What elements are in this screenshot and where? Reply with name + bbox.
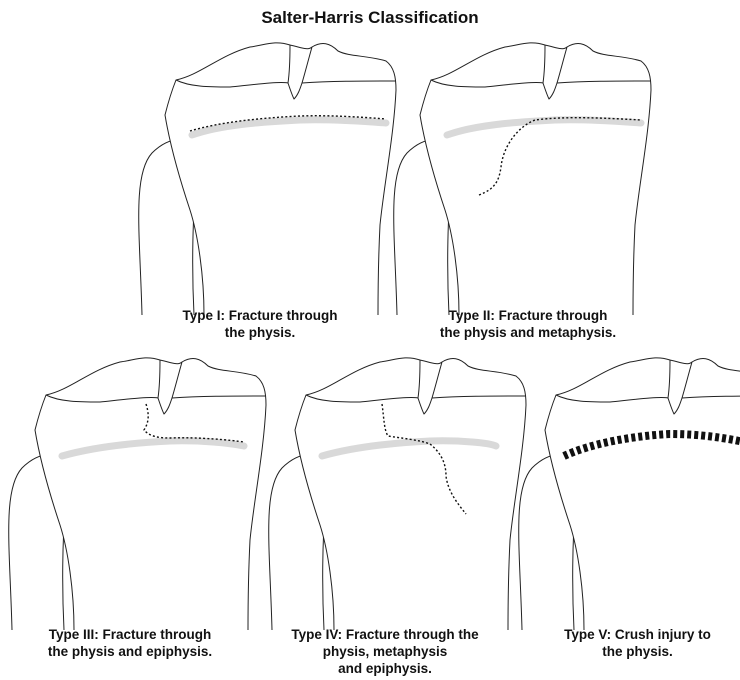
panel-type-1 [139,43,396,315]
panel-type-3 [9,358,266,630]
caption-line: the physis and metaphysis. [408,324,648,341]
caption-line: and epiphysis. [275,660,495,677]
caption-line: the physis and epiphysis. [20,643,240,660]
caption-line: physis, metaphysis [275,643,495,660]
caption-line: Type V: Crush injury to [545,626,730,643]
caption-line: the physis. [545,643,730,660]
panel-type-4 [269,358,526,630]
caption-type-3: Type III: Fracture through the physis an… [20,626,240,660]
caption-type-2: Type II: Fracture through the physis and… [408,307,648,341]
caption-line: Type III: Fracture through [20,626,240,643]
panel-type-5 [519,358,740,630]
caption-line: Type I: Fracture through [155,307,365,324]
caption-type-5: Type V: Crush injury to the physis. [545,626,730,660]
caption-line: the physis. [155,324,365,341]
caption-type-4: Type IV: Fracture through the physis, me… [275,626,495,677]
caption-line: Type IV: Fracture through the [275,626,495,643]
caption-line: Type II: Fracture through [408,307,648,324]
caption-type-1: Type I: Fracture through the physis. [155,307,365,341]
panel-type-2 [394,43,651,315]
